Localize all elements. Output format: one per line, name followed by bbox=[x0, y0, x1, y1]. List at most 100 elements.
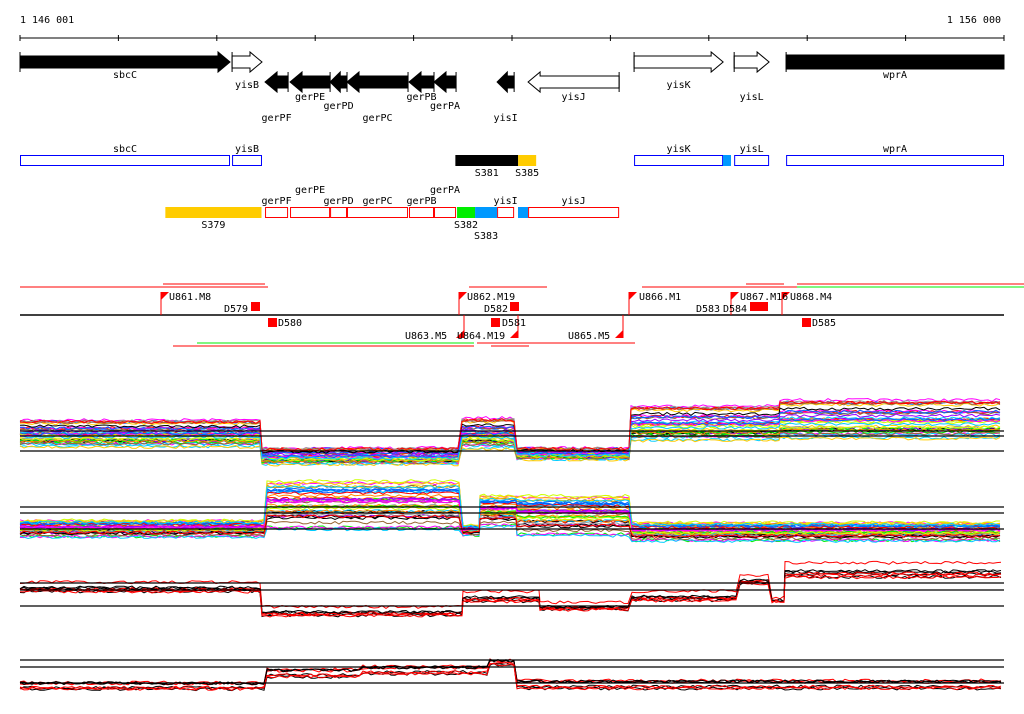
profile-panel-3 bbox=[19, 560, 1004, 618]
segment-box-label: wprA bbox=[883, 144, 907, 155]
downstream-label: D582 bbox=[484, 304, 508, 315]
downstream-label: D581 bbox=[502, 318, 526, 329]
segment-S383[interactable] bbox=[475, 207, 498, 218]
profile-trace bbox=[19, 479, 1000, 528]
segment-label: S382 bbox=[454, 220, 478, 231]
profile-trace bbox=[19, 431, 1001, 465]
segment-box-label: yisJ bbox=[562, 196, 586, 207]
reverse-box-gerPE[interactable] bbox=[290, 207, 331, 218]
segment-box-label: yisK bbox=[667, 144, 691, 155]
gene-yisI[interactable]: yisI bbox=[494, 70, 518, 124]
gene-yisL[interactable]: yisL bbox=[733, 50, 770, 103]
downstream-label: D579 bbox=[224, 304, 248, 315]
segment-S382[interactable] bbox=[457, 207, 476, 218]
profile-trace bbox=[19, 574, 1002, 618]
gene-arrow[interactable] bbox=[231, 50, 263, 74]
profile-trace bbox=[19, 524, 1001, 543]
gene-label: gerPF bbox=[261, 113, 291, 124]
reverse-box-gerPF[interactable] bbox=[265, 207, 289, 218]
gene-gerPD[interactable]: gerPD bbox=[323, 70, 354, 112]
segment-box-label: gerPD bbox=[323, 196, 353, 207]
profile-trace bbox=[19, 514, 1001, 539]
segment-box-label: gerPA bbox=[430, 185, 460, 196]
profile-trace bbox=[19, 406, 1001, 454]
segment-label: S381 bbox=[475, 168, 499, 179]
reverse-box-yisJ[interactable] bbox=[528, 207, 620, 218]
segment-S385[interactable] bbox=[518, 155, 537, 166]
segment-marker bbox=[518, 207, 528, 218]
forward-box-yisK[interactable] bbox=[634, 155, 724, 166]
gene-gerPF[interactable]: gerPF bbox=[261, 70, 292, 124]
gene-arrow[interactable] bbox=[19, 50, 231, 74]
gene-yisJ[interactable]: yisJ bbox=[527, 70, 620, 103]
transcript-label: U863.M5 bbox=[405, 331, 447, 342]
gene-gerPE[interactable]: gerPE bbox=[289, 70, 331, 103]
reverse-box-gerPC[interactable] bbox=[347, 207, 409, 218]
profile-panel-2 bbox=[19, 479, 1004, 543]
gene-wprA[interactable]: wprA bbox=[785, 52, 1005, 81]
gene-yisK[interactable]: yisK bbox=[633, 50, 724, 91]
profile-trace bbox=[19, 400, 1001, 452]
profile-trace bbox=[19, 572, 1002, 616]
profile-trace bbox=[19, 520, 1001, 541]
segment-box-label: gerPE bbox=[295, 185, 325, 196]
profile-trace bbox=[19, 417, 1000, 459]
transcript-label: U861.M8 bbox=[169, 292, 211, 303]
profile-panel-1 bbox=[19, 397, 1004, 467]
gene-label: gerPE bbox=[295, 92, 325, 103]
gene-arrow[interactable] bbox=[785, 54, 1005, 70]
reverse-box-gerPA[interactable] bbox=[434, 207, 457, 218]
gene-arrow[interactable] bbox=[433, 70, 457, 94]
gene-label: yisJ bbox=[562, 92, 586, 103]
profile-trace bbox=[19, 498, 1001, 532]
transcript-label: U868.M4 bbox=[790, 292, 832, 303]
gene-label: gerPA bbox=[430, 101, 460, 112]
segment-S379[interactable] bbox=[165, 207, 262, 218]
gene-label: sbcC bbox=[113, 70, 137, 81]
segment-box-label: yisL bbox=[740, 144, 764, 155]
ruler-end-label: 1 156 000 bbox=[947, 15, 1001, 26]
segment-box-label: yisB bbox=[235, 144, 259, 155]
forward-box-yisL[interactable] bbox=[734, 155, 770, 166]
profile-trace bbox=[19, 409, 1001, 456]
reverse-box-gerPD[interactable] bbox=[330, 207, 348, 218]
reverse-box-yisI[interactable] bbox=[497, 207, 515, 218]
forward-box-yisB[interactable] bbox=[232, 155, 262, 166]
gene-gerPC[interactable]: gerPC bbox=[346, 70, 409, 124]
gene-label: gerPB bbox=[406, 92, 436, 103]
gene-label: yisI bbox=[494, 113, 518, 124]
gene-gerPA[interactable]: gerPA bbox=[430, 70, 460, 112]
ruler-start-label: 1 146 001 bbox=[20, 15, 74, 26]
gene-sbcC[interactable]: sbcC bbox=[19, 50, 231, 81]
gene-arrow[interactable] bbox=[633, 50, 724, 74]
reverse-box-gerPB[interactable] bbox=[409, 207, 435, 218]
profile-trace bbox=[19, 575, 1002, 618]
downstream-label: D583 bbox=[696, 304, 720, 315]
downstream-label: D580 bbox=[278, 318, 302, 329]
forward-box-wprA[interactable] bbox=[786, 155, 1004, 166]
gene-arrow[interactable] bbox=[346, 70, 409, 94]
gene-arrow[interactable] bbox=[289, 70, 331, 94]
forward-box-sbcC[interactable] bbox=[20, 155, 231, 166]
gene-arrow[interactable] bbox=[496, 70, 515, 94]
downstream-label: D585 bbox=[812, 318, 836, 329]
gene-label: yisB bbox=[235, 80, 259, 91]
profile-trace bbox=[19, 661, 1002, 690]
transcript-label: U866.M1 bbox=[639, 292, 681, 303]
gene-arrow[interactable] bbox=[329, 70, 348, 94]
profile-trace bbox=[19, 571, 1002, 616]
gene-arrow[interactable] bbox=[733, 50, 770, 74]
gene-label: gerPD bbox=[323, 101, 353, 112]
gene-label: gerPC bbox=[362, 113, 392, 124]
gene-arrow[interactable] bbox=[264, 70, 289, 94]
segment-S381[interactable] bbox=[455, 155, 519, 166]
gene-arrow[interactable] bbox=[527, 70, 620, 94]
transcript-label: U865.M5 bbox=[568, 331, 610, 342]
gene-arrow[interactable] bbox=[408, 70, 435, 94]
profile-trace bbox=[19, 422, 1001, 461]
gene-yisB[interactable]: yisB bbox=[231, 50, 263, 91]
profile-trace bbox=[19, 663, 1002, 691]
gene-gerPB[interactable]: gerPB bbox=[406, 70, 437, 103]
transcription-track: U861.M8 U862.M19 U866.M1 U867.M16 U868.M… bbox=[20, 283, 1024, 347]
